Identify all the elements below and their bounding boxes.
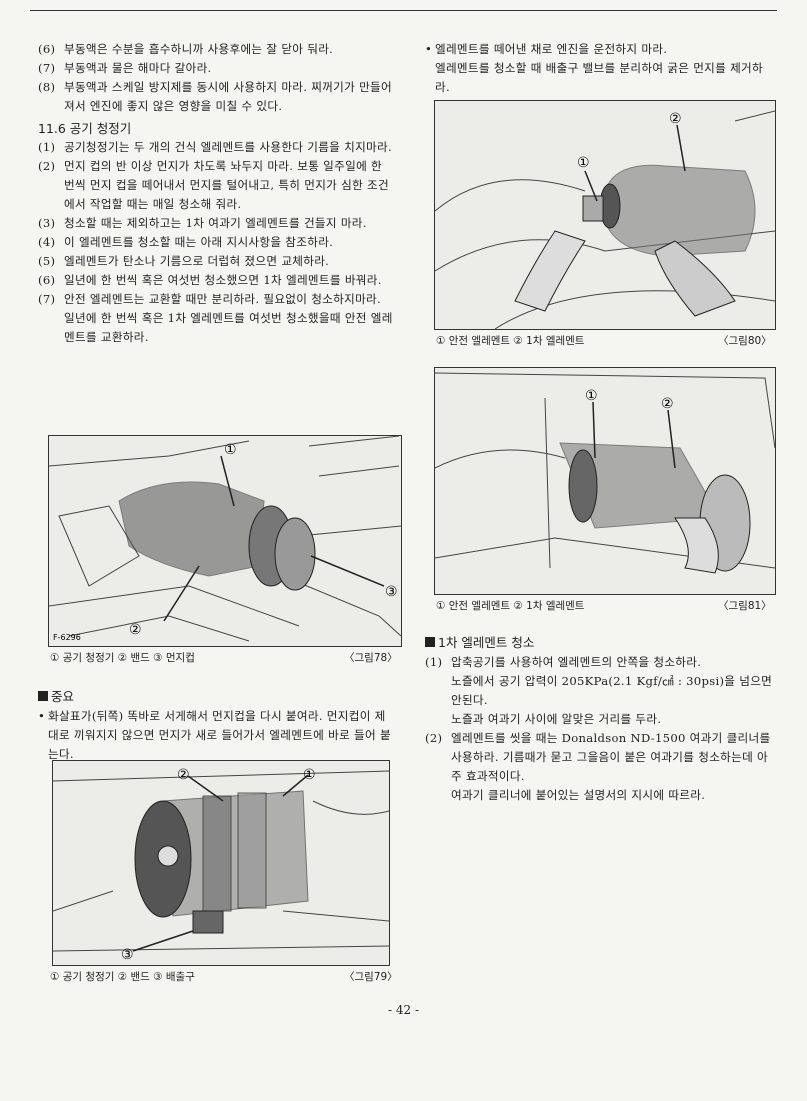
figure-number: 〈그림80〉 xyxy=(718,335,772,347)
figure-number: 〈그림81〉 xyxy=(718,600,772,612)
square-bullet-icon xyxy=(425,636,435,647)
marker-2: ② xyxy=(661,396,674,412)
marker-3: ③ xyxy=(121,947,134,963)
marker-1: ① xyxy=(303,767,316,783)
marker-2: ② xyxy=(669,111,682,127)
cleaning-title: 1차 엘레멘트 청소 xyxy=(425,632,775,651)
list-item: (8)부동액과 스케일 방지제를 동시에 사용하지 마라. 찌꺼기가 만들어져서… xyxy=(38,80,392,113)
list-item: (1)공기청정기는 두 개의 건식 엘레멘트를 사용한다 기름을 치지마라. xyxy=(38,140,392,154)
marker-2: ② xyxy=(129,622,142,638)
list-item: (2)엘레멘트를 씻을 때는 Donaldson ND-1500 여과기 클리너… xyxy=(425,731,771,783)
list-item: 여과기 클리너에 붙어있는 설명서의 지시에 따르라. xyxy=(451,788,706,802)
air-cleaner-band-illustration: ② ① ③ xyxy=(53,767,389,963)
element-removal-illustration: ① ② xyxy=(435,110,775,329)
primary-element-cleaning: 1차 엘레멘트 청소 (1)압축공기를 사용하여 엘레멘트의 안쪽을 청소하라.… xyxy=(425,626,775,805)
figure-78: F-6296 ① ② ③ xyxy=(48,435,402,647)
list-item: 노즐과 여과기 사이에 알맞은 거리를 두라. xyxy=(451,712,662,726)
list-item: (7)부동액과 물은 해마다 갈아라. xyxy=(38,61,212,75)
list-item: (4)이 엘레멘트를 청소할 때는 아래 지시사항을 참조하라. xyxy=(38,235,334,249)
list-item: (6)부동액은 수분을 흡수하니까 사용후에는 잘 닫아 둬라. xyxy=(38,42,334,56)
left-column: (6)부동액은 수분을 흡수하니까 사용후에는 잘 닫아 둬라. (7)부동액과… xyxy=(38,40,393,347)
top-rule xyxy=(30,10,777,11)
figure-number: 〈그림78〉 xyxy=(344,652,398,664)
figure-caption: ① 안전 엘레멘트 ② 1차 엘레멘트 xyxy=(436,335,585,347)
figure-81: ① ② xyxy=(434,367,776,595)
section-title: 11.6 공기 청정기 xyxy=(38,121,132,136)
figure-79: ② ① ③ xyxy=(52,760,390,966)
marker-2: ② xyxy=(177,767,190,783)
instruction-text: 엘레멘트를 청소할 때 배출구 밸브를 분리하여 굵은 먼지를 제거하라. xyxy=(435,61,763,94)
important-title: 중요 xyxy=(38,686,393,705)
figure-80: ① ② xyxy=(434,100,776,330)
marker-1: ① xyxy=(577,155,590,171)
figure-number: 〈그림79〉 xyxy=(344,971,398,983)
square-bullet-icon xyxy=(38,690,48,701)
list-item: (6)일년에 한 번씩 혹은 여섯번 청소했으면 1차 엘레멘트를 바꿔라. xyxy=(38,273,382,287)
important-note: 중요 •화살표가(뒤쪽) 똑바로 서게해서 먼지컵을 다시 붙여라. 먼지컵이 … xyxy=(38,680,393,764)
list-item: (7)안전 엘레멘트는 교환할 때만 분리하라. 필요없이 청소하지마라. 일년… xyxy=(38,292,393,344)
primary-element-illustration: ① ② xyxy=(435,372,775,574)
figure-code: F-6296 xyxy=(53,633,81,642)
right-column-top: •엘레멘트를 떼어낸 채로 엔진을 운전하지 마라. 엘레멘트를 청소할 때 배… xyxy=(425,40,775,97)
list-item: (1)압축공기를 사용하여 엘레멘트의 안쪽을 청소하라. xyxy=(425,655,702,669)
list-item: (5)엘레멘트가 탄소나 기름으로 더럽혀 졌으면 교체하라. xyxy=(38,254,330,268)
list-item: 노즐에서 공기 압력이 205KPa(2.1 Kgf/㎠ : 30psi)을 넘… xyxy=(451,674,773,707)
air-cleaner-illustration: F-6296 ① ② ③ xyxy=(49,436,401,642)
marker-1: ① xyxy=(585,388,598,404)
important-text: •화살표가(뒤쪽) 똑바로 서게해서 먼지컵을 다시 붙여라. 먼지컵이 제대로… xyxy=(38,707,393,764)
marker-3: ③ xyxy=(385,584,398,600)
warning-text: •엘레멘트를 떼어낸 채로 엔진을 운전하지 마라. xyxy=(425,40,775,59)
list-item: (3)청소할 때는 제외하고는 1차 여과기 엘레멘트를 건들지 마라. xyxy=(38,216,367,230)
bullet-icon: • xyxy=(38,709,46,723)
page-number: - 42 - xyxy=(387,1003,419,1017)
list-item: (2)먼지 컵의 반 이상 먼지가 차도록 놔두지 마라. 보통 일주일에 한 … xyxy=(38,159,389,211)
figure-caption: ① 안전 엘레멘트 ② 1차 엘레멘트 xyxy=(436,600,585,612)
bullet-icon: • xyxy=(425,42,433,56)
figure-caption: ① 공기 청정기 ② 밴드 ③ 먼지컵 xyxy=(50,652,195,664)
figure-caption: ① 공기 청정기 ② 밴드 ③ 배출구 xyxy=(50,971,195,983)
marker-1: ① xyxy=(224,442,237,458)
